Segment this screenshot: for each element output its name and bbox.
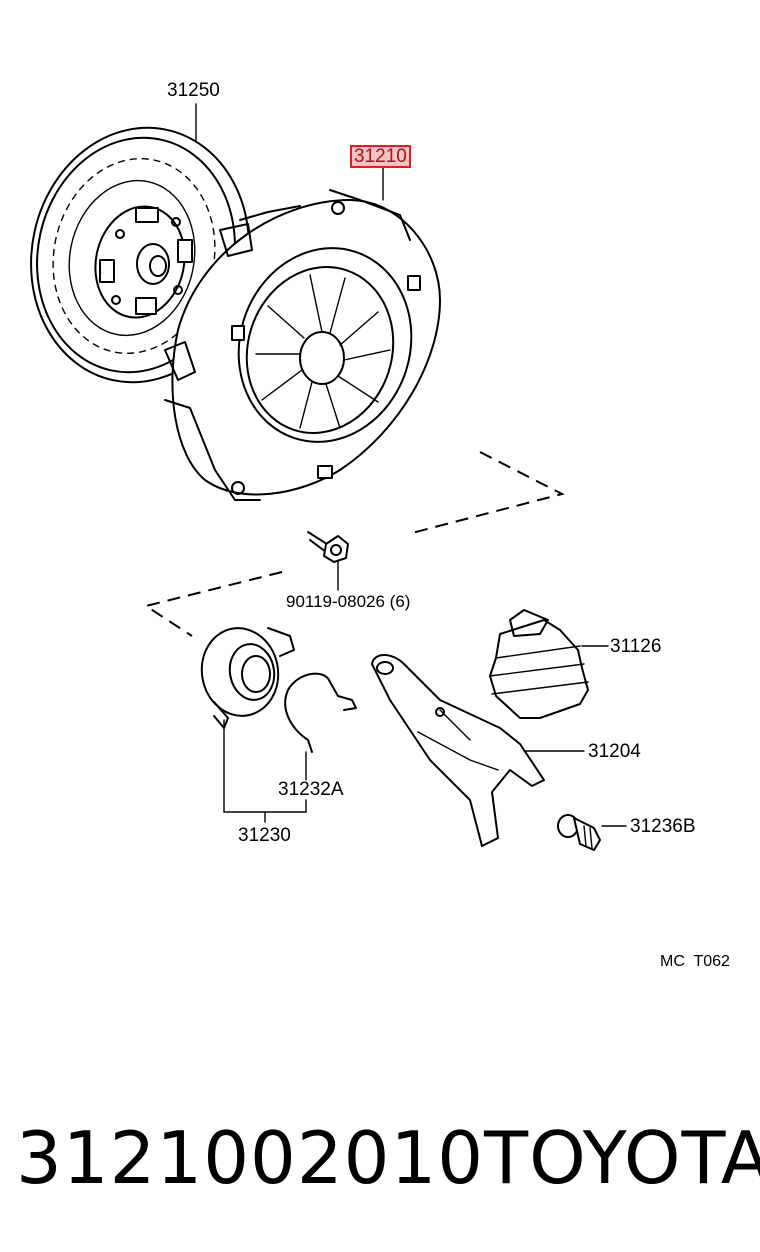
- clip-drawing[interactable]: [284, 672, 357, 753]
- footer-part-number: 3121002010: [16, 1116, 485, 1200]
- footer-brand: TOYOTA: [484, 1116, 760, 1200]
- boot-drawing[interactable]: [489, 609, 589, 719]
- release-fork-drawing[interactable]: [371, 654, 545, 847]
- assembly-line-lower: [143, 571, 283, 637]
- clutch-cover-drawing[interactable]: [164, 189, 441, 501]
- release-bearing-drawing[interactable]: [195, 622, 295, 729]
- label-part-31232A[interactable]: 31232A: [278, 779, 344, 800]
- assembly-line-upper: [407, 451, 565, 535]
- label-part-31210-highlighted[interactable]: 31210: [350, 145, 411, 168]
- footer-bar: 3121002010 TOYOTA: [16, 1116, 760, 1200]
- bolt-drawing[interactable]: [307, 531, 349, 563]
- label-part-bolt[interactable]: 90119-08026 (6): [286, 592, 411, 611]
- label-part-31204[interactable]: 31204: [588, 741, 641, 762]
- label-part-31126[interactable]: 31126: [610, 636, 662, 657]
- diaphragm-spring-fingers: [255, 274, 391, 429]
- label-part-31230[interactable]: 31230: [238, 825, 291, 846]
- clutch-disc-drawing[interactable]: [8, 107, 273, 402]
- label-part-31236B[interactable]: 31236B: [630, 816, 696, 837]
- label-part-31250[interactable]: 31250: [167, 80, 220, 101]
- pivot-drawing[interactable]: [557, 814, 601, 851]
- diagram-code: MC T062: [660, 953, 730, 970]
